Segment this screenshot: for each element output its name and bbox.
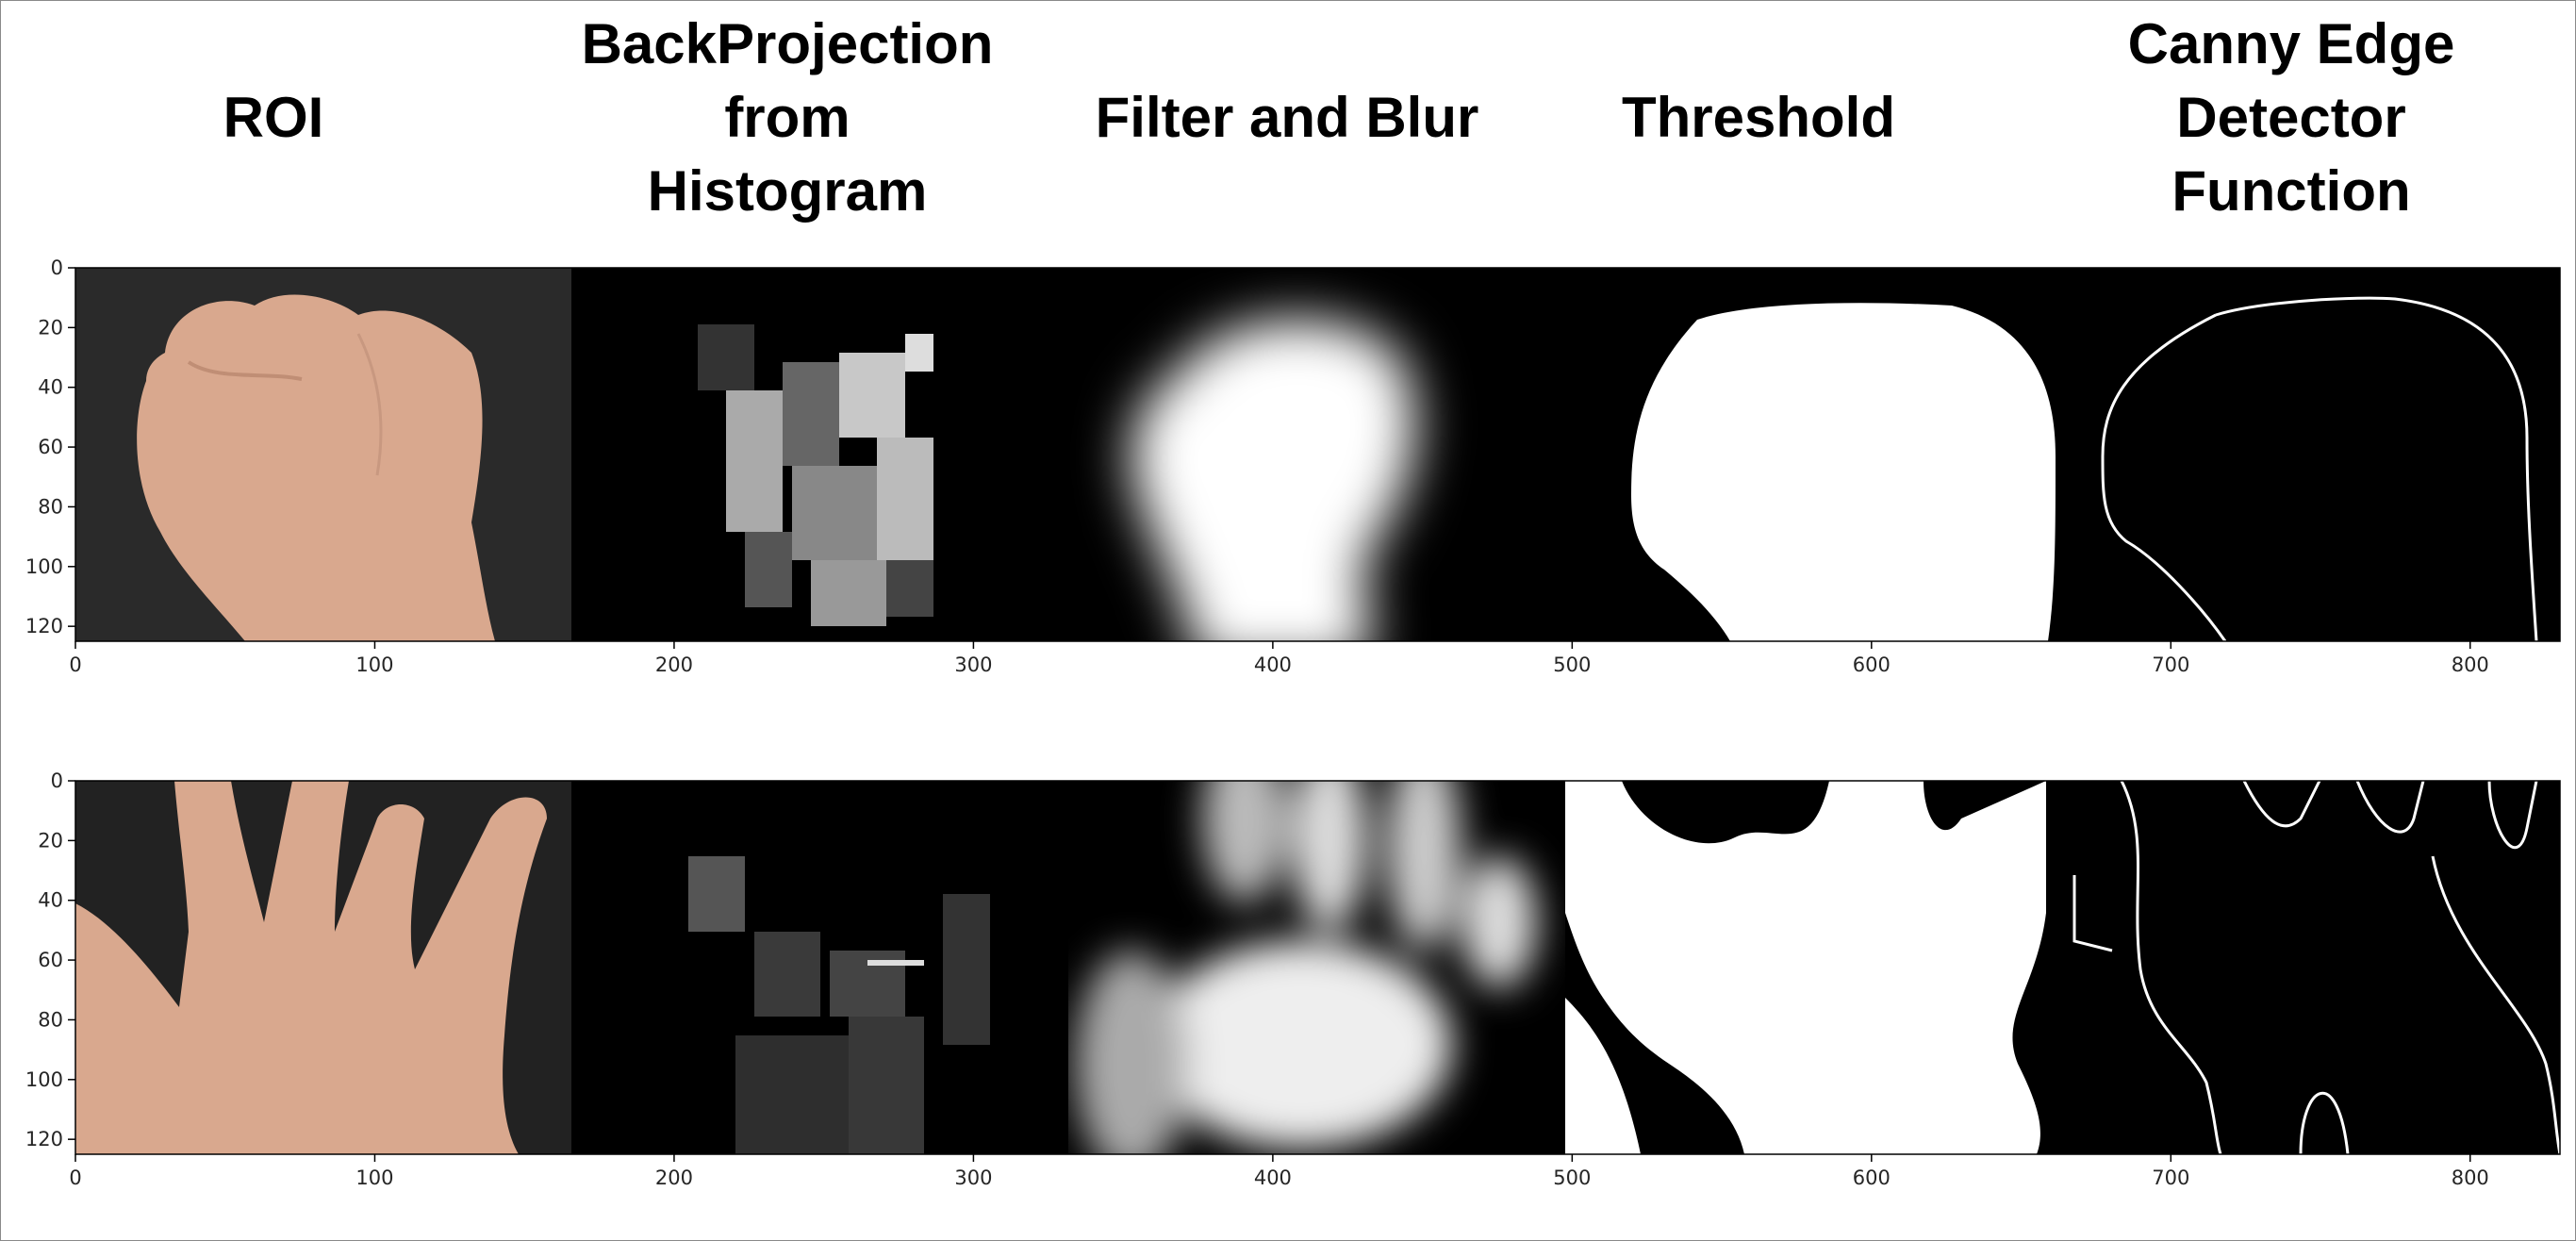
x-tick-label: 800 xyxy=(2452,654,2489,676)
x-tick-label: 800 xyxy=(2452,1167,2489,1189)
plot-row-fist: 0 100 200 300 400 500 600 700 800 0 20 40 60 80 100 120 xyxy=(25,256,2561,676)
x-tick-label: 200 xyxy=(655,654,693,676)
x-tick-label: 500 xyxy=(1553,1167,1591,1189)
x-tick-label: 100 xyxy=(355,1167,393,1189)
threshold-open-hand-mask xyxy=(1565,781,2046,1154)
backprojection-open-hand-panel xyxy=(688,856,990,1154)
x-tick-label: 500 xyxy=(1553,654,1591,676)
y-tick-label: 120 xyxy=(25,615,63,637)
x-tick-label: 100 xyxy=(355,654,393,676)
y-tick-label: 20 xyxy=(38,829,63,852)
column-title-canny: Canny Edge Detector Function xyxy=(2127,12,2455,223)
column-title-filter-blur: Filter and Blur xyxy=(1095,86,1479,149)
x-tick-label: 0 xyxy=(69,1167,81,1189)
y-tick-label: 60 xyxy=(38,949,63,971)
y-tick-label: 60 xyxy=(38,436,63,458)
backprojection-fist-panel xyxy=(698,324,933,626)
column-title-roi: ROI xyxy=(223,86,324,149)
column-title-backprojection: BackProjection from Histogram xyxy=(581,12,994,223)
axes-row-open-hand: 0 100 200 300 400 500 600 700 800 0 20 40 60 80 100 120 xyxy=(25,769,2489,1189)
y-tick-label: 100 xyxy=(25,555,63,578)
x-tick-label: 300 xyxy=(954,1167,992,1189)
x-tick-label: 0 xyxy=(69,654,81,676)
y-tick-label: 20 xyxy=(38,316,63,339)
plot-row-open-hand: 0 100 200 300 400 500 600 700 800 0 20 40 60 80 100 120 xyxy=(25,769,2562,1189)
roi-fist-panel xyxy=(75,268,571,641)
roi-open-hand-panel xyxy=(75,781,571,1154)
y-tick-label: 0 xyxy=(51,769,63,792)
x-tick-label: 700 xyxy=(2152,1167,2189,1189)
y-tick-label: 40 xyxy=(38,889,63,912)
y-tick-label: 120 xyxy=(25,1128,63,1150)
canny-open-hand-edges xyxy=(2072,780,2562,1155)
canny-fist-edge xyxy=(2101,296,2538,642)
filter-blur-fist-panel xyxy=(1131,319,1416,641)
image-strip-fist: 0 100 200 300 400 500 600 700 800 0 20 40 60 80 100 120 xyxy=(25,256,2561,676)
x-tick-label: 600 xyxy=(1853,654,1891,676)
threshold-open-hand-blob xyxy=(1565,998,1641,1154)
filter-blur-open-hand-panel xyxy=(1075,781,1537,1154)
x-tick-label: 600 xyxy=(1853,1167,1891,1189)
y-tick-label: 80 xyxy=(38,1008,63,1031)
axes-row-fist: 0 100 200 300 400 500 600 700 800 0 20 40 60 80 100 120 xyxy=(25,256,2489,676)
y-tick-label: 40 xyxy=(38,376,63,399)
x-tick-label: 400 xyxy=(1254,1167,1292,1189)
y-tick-label: 100 xyxy=(25,1068,63,1091)
x-tick-label: 300 xyxy=(954,654,992,676)
y-tick-label: 0 xyxy=(51,256,63,279)
threshold-fist-mask xyxy=(1631,303,2056,641)
x-tick-label: 200 xyxy=(655,1167,693,1189)
x-tick-label: 700 xyxy=(2152,654,2189,676)
x-tick-label: 400 xyxy=(1254,654,1292,676)
column-title-threshold: Threshold xyxy=(1621,86,1895,149)
y-tick-label: 80 xyxy=(38,495,63,518)
image-strip-open-hand: 0 100 200 300 400 500 600 700 800 0 20 40 60 80 100 120 xyxy=(25,769,2562,1189)
